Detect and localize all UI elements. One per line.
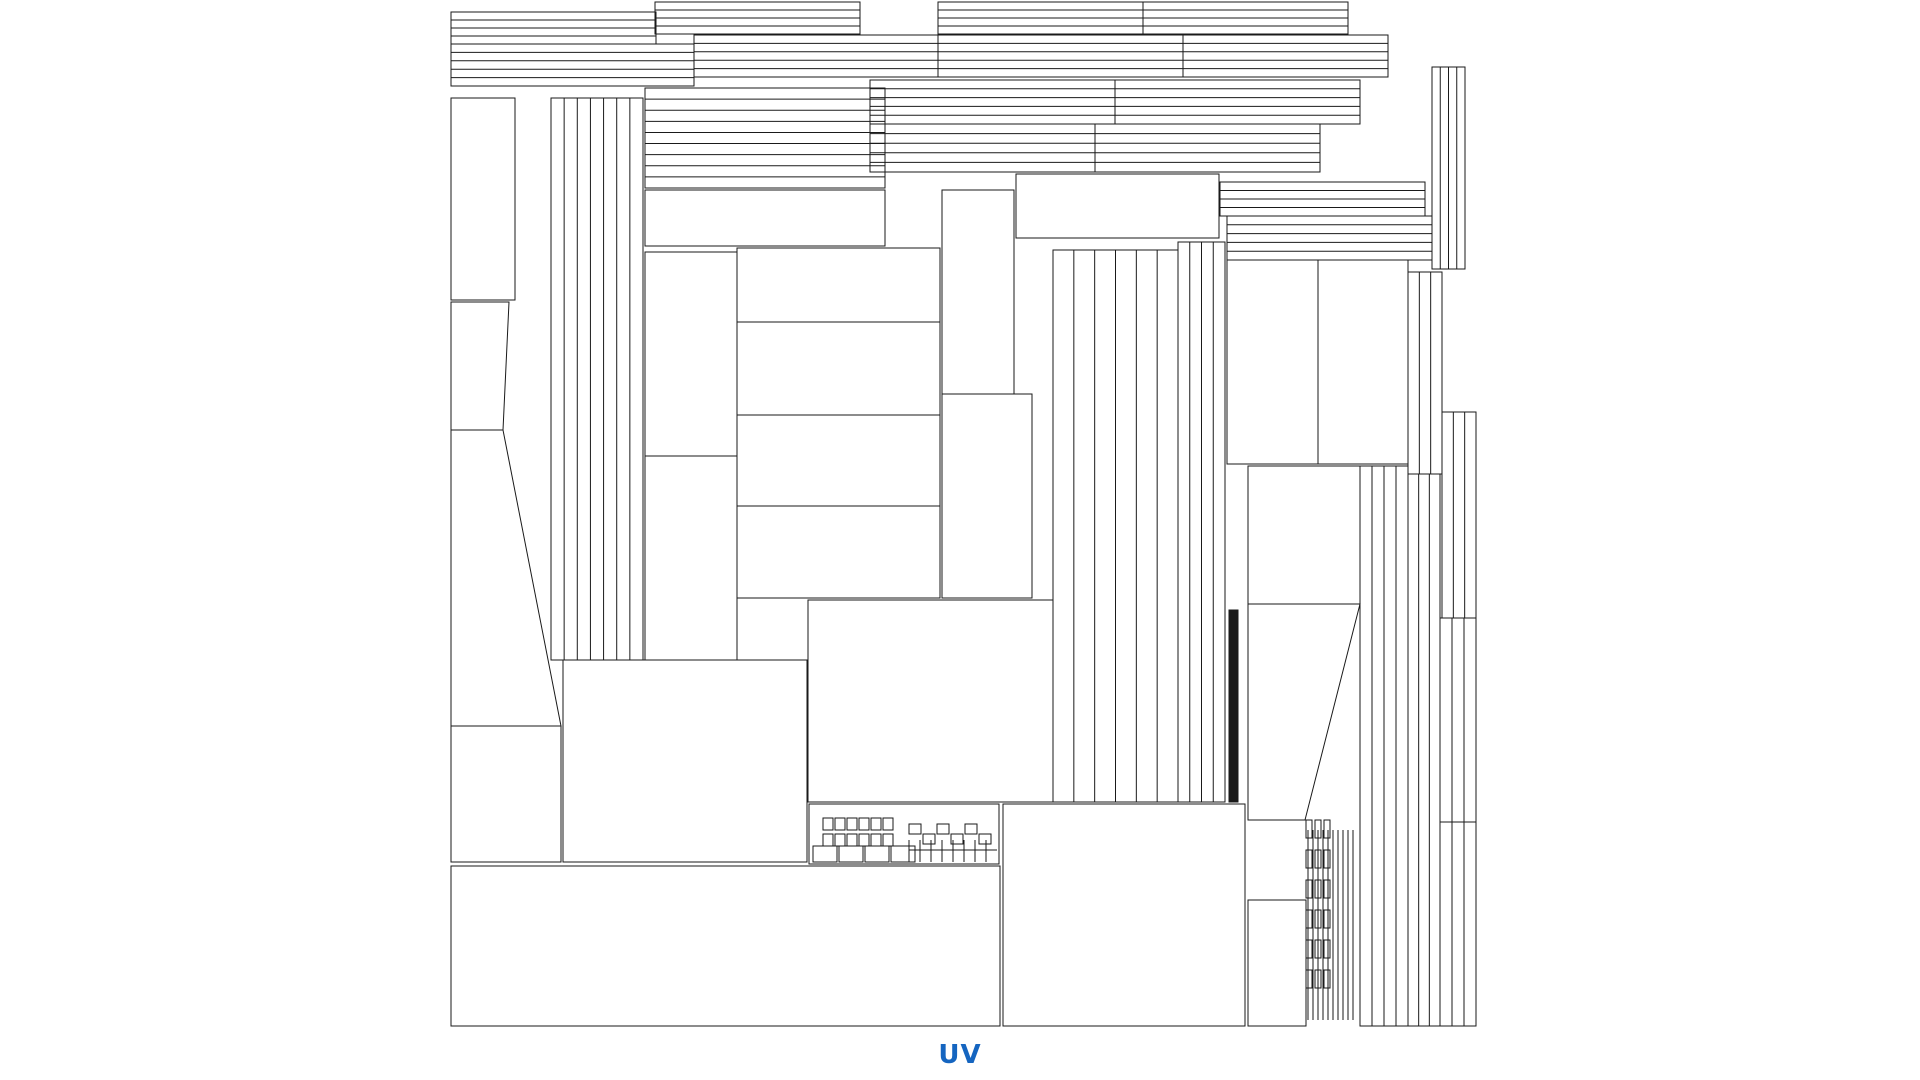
uv-island-0 [450, 97, 516, 301]
uv-small-island [846, 833, 858, 847]
uv-tiny-island [1323, 819, 1331, 839]
uv-plank-strip [1441, 411, 1477, 619]
uv-tiny-island [1305, 939, 1313, 959]
uv-tiny-island [1305, 849, 1313, 869]
uv-small-island [882, 817, 894, 831]
uv-tiny-island [1305, 909, 1313, 929]
uv-small-island [834, 833, 846, 847]
uv-plank-strip [1114, 79, 1361, 125]
uv-small-island [870, 833, 882, 847]
uv-plank-strip [1094, 123, 1321, 173]
uv-tiny-island [1305, 819, 1313, 839]
uv-tiny-island [1305, 969, 1313, 989]
uv-small-island [858, 817, 870, 831]
uv-small-cluster-frame [808, 803, 1000, 865]
uv-island-20 [1247, 465, 1361, 605]
uv-small-island [834, 817, 846, 831]
uv-small-island [936, 823, 950, 835]
uv-small-island [950, 833, 964, 845]
uv-plank-strip [693, 34, 939, 78]
uv-island-8 [736, 321, 941, 416]
uv-tiny-island [1323, 969, 1331, 989]
uv-island-19 [1317, 259, 1409, 465]
uv-island-7 [736, 247, 941, 323]
uv-tiny-island [1323, 879, 1331, 899]
uv-small-island [882, 833, 894, 847]
uv-island-13 [1015, 173, 1220, 239]
uv-island-15 [807, 599, 1054, 803]
uv-small-island [890, 845, 916, 863]
uv-small-island [822, 817, 834, 831]
uv-tiny-island [1305, 879, 1313, 899]
uv-island-3 [450, 725, 562, 863]
uv-plank-strip [1439, 821, 1477, 1027]
uv-plank-strip [869, 79, 1116, 125]
uv-small-island [846, 817, 858, 831]
uv-small-island [870, 817, 882, 831]
uv-islands [450, 1, 1477, 1027]
uv-plank-strip [450, 43, 695, 87]
uv-small-island [964, 823, 978, 835]
uv-island-12 [941, 393, 1033, 599]
uv-island-17 [1002, 803, 1246, 1027]
uv-island-9 [736, 414, 941, 507]
uv-plank-strip [1439, 617, 1477, 823]
uv-island-poly-21 [1247, 603, 1361, 821]
uv-island-poly-2 [450, 429, 562, 727]
uv-plank-strip [1182, 34, 1389, 78]
uv-small-island [858, 833, 870, 847]
uv-island-poly-1 [450, 301, 510, 431]
uv-small-island [812, 845, 838, 863]
uv-caption: UV [938, 1040, 982, 1070]
uv-island-4 [644, 189, 886, 247]
uv-island-10 [736, 505, 941, 599]
uv-plank-strip [937, 34, 1184, 78]
uv-tiny-island [1323, 849, 1331, 869]
uv-plank-strip [869, 123, 1096, 173]
uv-plank-strip [550, 97, 644, 661]
uv-island-11 [941, 189, 1015, 395]
uv-small-island [978, 833, 992, 845]
uv-plank-strip [1226, 215, 1433, 261]
uv-small-island [908, 823, 922, 835]
uv-island-6 [644, 455, 738, 661]
uv-island-solid-bar [1228, 609, 1239, 803]
uv-small-island [822, 833, 834, 847]
uv-plank-strip [1407, 271, 1443, 475]
uv-island-5 [644, 251, 738, 457]
uv-plank-strip [644, 87, 886, 189]
uv-tiny-island [1323, 939, 1331, 959]
uv-small-island [838, 845, 864, 863]
uv-island-22 [1247, 899, 1307, 1027]
uv-island-16 [450, 865, 1001, 1027]
uv-island-18 [1226, 259, 1319, 465]
uv-small-island [864, 845, 890, 863]
uv-tiny-island [1323, 909, 1331, 929]
uv-plank-strip [1407, 473, 1441, 1027]
uv-island-14 [562, 659, 808, 863]
uv-small-island [922, 833, 936, 845]
